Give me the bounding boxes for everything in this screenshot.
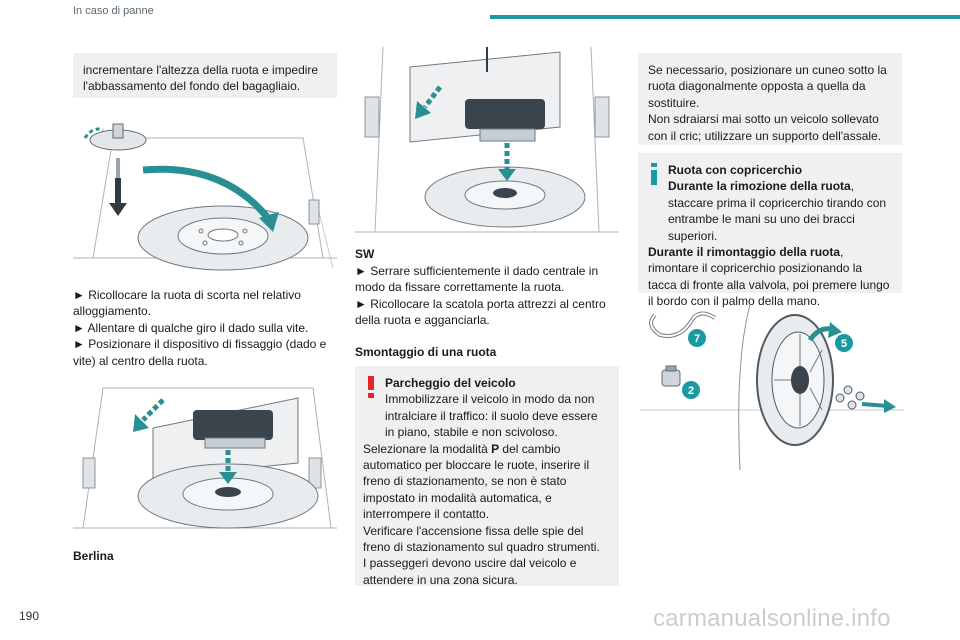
info-text-2: , rimontare il copricerchio posizionando… bbox=[648, 245, 890, 309]
exclamation-icon bbox=[365, 376, 377, 402]
header-accent-bar bbox=[490, 15, 960, 19]
spare-wheel-illustration-1 bbox=[73, 108, 337, 273]
wheel-removal-illustration: 7 2 5 bbox=[640, 300, 904, 480]
note-box: incrementare l'altezza della ruota e imp… bbox=[73, 53, 337, 98]
warning-line-2a: Selezionare la modalità bbox=[363, 441, 492, 456]
svg-text:7: 7 bbox=[694, 333, 700, 345]
step-tighten-nut: ► Serrare sufficientemente il dado centr… bbox=[355, 264, 599, 295]
steps-col2: ► Serrare sufficientemente il dado centr… bbox=[355, 263, 619, 329]
info-icon bbox=[648, 163, 660, 189]
warning-line-1: Immobilizzare il veicolo in modo da non … bbox=[385, 392, 598, 440]
warning-line-4: I passeggeri devono uscire dal veicolo e… bbox=[363, 556, 577, 587]
header-section-title: In caso di panne bbox=[73, 5, 154, 17]
info-bold-1: Durante la rimozione della ruota bbox=[668, 179, 851, 194]
warning-line-2: Selezionare la modalità P del cambio aut… bbox=[363, 441, 609, 523]
step-position-fastener: ► Posizionare il dispositivo di fissaggi… bbox=[73, 337, 327, 368]
svg-text:5: 5 bbox=[841, 338, 847, 350]
step-reposition-toolbox: ► Ricollocare la scatola porta attrezzi … bbox=[355, 296, 606, 328]
svg-text:2: 2 bbox=[688, 385, 694, 397]
warning-box: Parcheggio del veicolo Immobilizzare il … bbox=[355, 366, 619, 587]
badge-7: 7 bbox=[688, 329, 706, 347]
column-1: incrementare l'altezza della ruota e imp… bbox=[73, 53, 337, 98]
info-para-2: Durante il rimontaggio della ruota, rimo… bbox=[648, 244, 892, 310]
label-sw: SW bbox=[355, 247, 375, 261]
warning-title: Parcheggio del veicolo bbox=[385, 376, 516, 390]
berlina-illustration bbox=[73, 368, 337, 538]
safety-text-2: Non sdraiarsi mai sotto un veicolo solle… bbox=[648, 112, 882, 143]
note-text: incrementare l'altezza della ruota e imp… bbox=[83, 63, 319, 94]
info-para-1: Durante la rimozione della ruota, stacca… bbox=[668, 178, 892, 244]
heading-wheel-removal: Smontaggio di una ruota bbox=[355, 345, 497, 359]
sw-illustration bbox=[355, 47, 619, 237]
step-reposition-wheel: ► Ricollocare la ruota di scorta nel rel… bbox=[73, 288, 301, 319]
safety-text-1: Se necessario, posizionare un cuneo sott… bbox=[648, 63, 887, 110]
badge-5: 5 bbox=[835, 334, 853, 352]
info-box: Ruota con copricerchio Durante la rimozi… bbox=[638, 153, 902, 308]
badge-2: 2 bbox=[682, 381, 700, 399]
info-title: Ruota con copricerchio bbox=[668, 163, 803, 177]
caption-berlina: Berlina bbox=[73, 549, 114, 563]
info-bold-2: Durante il rimontaggio della ruota bbox=[648, 245, 841, 260]
warning-line-3: Verificare l'accensione fissa delle spie… bbox=[363, 523, 600, 555]
safety-box: Se necessario, posizionare un cuneo sott… bbox=[638, 53, 902, 145]
steps-col1: ► Ricollocare la ruota di scorta nel rel… bbox=[73, 287, 337, 369]
column-3: Se necessario, posizionare un cuneo sott… bbox=[638, 53, 902, 145]
step-loosen-nut: ► Allentare di qualche giro il dado sull… bbox=[73, 320, 309, 335]
page-number: 190 bbox=[19, 609, 40, 623]
warning-line-2b: del cambio automatico per bloccare le ru… bbox=[363, 441, 590, 522]
watermark-text: carmanualsonline.info bbox=[653, 605, 891, 632]
gear-mode-p: P bbox=[491, 441, 500, 456]
info-text-1: , staccare prima il copricerchio tirando… bbox=[668, 179, 887, 243]
